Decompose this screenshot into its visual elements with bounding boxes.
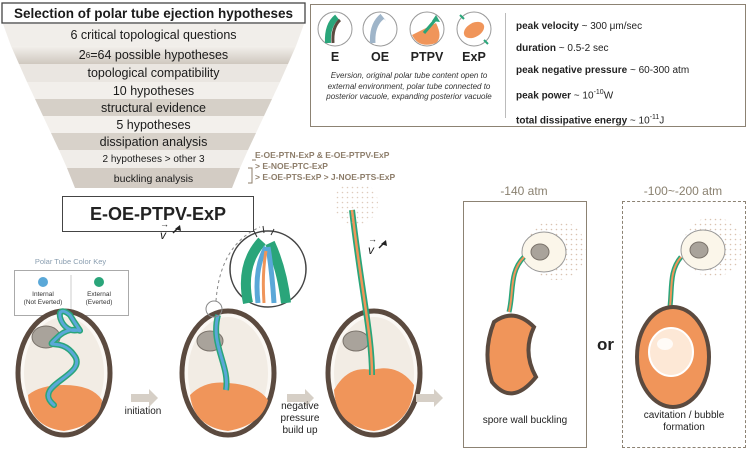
metric-velocity: peak velocity ~ 300 μm/sec: [516, 21, 643, 32]
icon-label-e: E: [330, 50, 340, 64]
funnel-segment: [3, 24, 304, 46]
funnel-segment: [43, 116, 264, 133]
spore-resting: [15, 308, 113, 438]
caption-buckling: spore wall buckling: [482, 415, 568, 426]
funnel-segment: [19, 64, 288, 82]
or-label: or: [597, 335, 614, 354]
icon-label-ptpv: PTPV: [410, 50, 444, 64]
metrics-list: peak velocity ~ 300 μm/sec duration ~ 0.…: [516, 16, 689, 133]
funnel-row-dissipation: dissipation analysis: [99, 134, 208, 149]
pressure-label-buckling: -140 atm: [500, 184, 548, 198]
step-negative-pressure: negative pressure build up: [280, 401, 320, 436]
arrow-icon: [287, 389, 314, 407]
metric-energy: total dissipative energy ~ 10-11J: [516, 114, 665, 127]
funnel-title: Selection of polar tube ejection hypothe…: [13, 5, 294, 21]
metric-power: peak power ~ 10-10W: [516, 89, 614, 102]
icon-panel: E OE PTPV ExP Eversion, original polar t…: [311, 5, 505, 126]
arrow-icon: [131, 389, 158, 407]
expanding-vacuole-icon: [456, 11, 492, 47]
hypothesis-info-box: E OE PTPV ExP Eversion, original polar t…: [310, 4, 746, 127]
funnel-title-box: [1, 2, 306, 24]
funnel-segment: [11, 46, 296, 64]
ranking-line: E-OE-PTN-ExP & E-OE-PTPV-ExP: [255, 150, 390, 160]
eversion-icon: [317, 11, 353, 47]
caption-cavitation: cavitation / bubble formation: [643, 410, 725, 433]
exponent-rest: =64: [90, 48, 112, 62]
funnel-row-structural: structural evidence: [101, 100, 206, 115]
process-illustration: [15, 185, 443, 438]
funnel-segment: [27, 82, 280, 99]
velocity-arrow-icon: [378, 240, 387, 249]
panel-cavitation: cavitation / bubble formation: [622, 201, 746, 448]
funnel-row-topological: topological compatibility: [87, 66, 220, 80]
funnel-row-2-hyp: 2 hypotheses > other 3: [102, 153, 205, 165]
funnel-row-buckling: buckling analysis: [113, 173, 194, 185]
spore-initiating: [179, 225, 307, 438]
step-initiation: initiation: [124, 406, 162, 417]
funnel-row-questions: 6 critical topological questions: [70, 28, 237, 42]
ranking-list: E-OE-PTN-ExP & E-OE-PTPV-ExP > E-NOE-PTC…: [255, 150, 395, 183]
funnel-row-10: 10 hypotheses: [112, 83, 195, 98]
internal-swatch-icon: [38, 277, 48, 287]
icon-label-exp: ExP: [462, 50, 486, 64]
funnel-segment: [51, 133, 256, 150]
exponent-power: 6: [85, 50, 91, 60]
pressure-label-cavitation: -100~-200 atm: [643, 184, 723, 198]
color-key-title: Polar Tube Color Key: [34, 257, 107, 266]
ranking-line: > E-NOE-PTC-ExP: [255, 161, 328, 171]
metric-pressure: peak negative pressure ~ 60-300 atm: [516, 65, 690, 76]
exponent-base: 2: [78, 48, 86, 62]
ranking-line: > E-OE-PTS-ExP > J-NOE-PTS-ExP: [255, 172, 396, 182]
color-key: Internal (Not Everted) External (Everted…: [14, 270, 129, 316]
funnel-segment: [59, 150, 248, 168]
panel-buckling: spore wall buckling: [463, 201, 587, 448]
icon-set: [317, 11, 492, 47]
internal-label: Internal (Not Everted): [23, 291, 63, 306]
spore-pressure: [325, 185, 423, 438]
divider: [505, 13, 506, 118]
velocity-arrow-icon: [172, 225, 181, 234]
possible-label: possible hypotheses: [114, 48, 229, 62]
arrow-icon: [416, 389, 443, 407]
external-swatch-icon: [94, 277, 104, 287]
external-label: External (Everted): [85, 291, 113, 306]
velocity-symbol: v→: [368, 234, 377, 257]
hypothesis-description: Eversion, original polar tube content op…: [326, 71, 492, 101]
selected-hypothesis: E-OE-PTPV-ExP: [62, 196, 254, 232]
funnel-segment: [35, 99, 272, 116]
funnel-segment: [67, 168, 240, 188]
open-end-icon: [362, 11, 398, 47]
posterior-vacuole-icon: [409, 11, 445, 47]
metric-duration: duration ~ 0.5-2 sec: [516, 43, 609, 54]
funnel-row-5: 5 hypotheses: [116, 117, 191, 132]
velocity-symbol: v→: [160, 219, 169, 242]
funnel-diagram: [1, 2, 306, 188]
icon-label-oe: OE: [370, 50, 390, 64]
